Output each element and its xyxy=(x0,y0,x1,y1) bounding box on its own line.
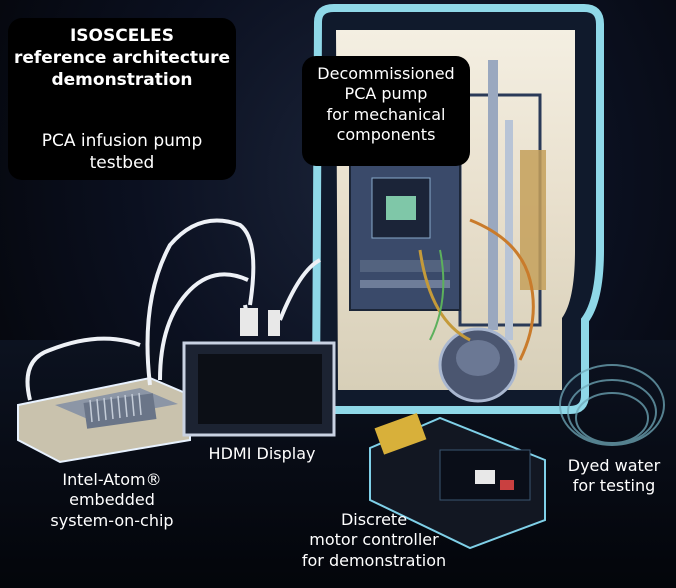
title-line-1: ISOSCELES xyxy=(69,26,175,46)
pump-line-4: components xyxy=(336,125,436,145)
pump-line-2: PCA pump xyxy=(344,84,428,104)
soc-label: Intel-Atom® embedded system-on-chip xyxy=(14,470,210,531)
pump-label: Decommissioned PCA pump for mechanical c… xyxy=(302,64,470,146)
pump-line-3: for mechanical xyxy=(326,104,446,124)
title-line-2: reference architecture xyxy=(13,47,231,68)
pump-line-1: Decommissioned xyxy=(317,64,455,83)
water-tubing xyxy=(559,364,665,446)
title-text: ISOSCELES reference architecture demonst… xyxy=(8,26,236,91)
soc-line-3: system-on-chip xyxy=(50,510,174,530)
motor-label: Discrete motor controller for demonstrat… xyxy=(280,510,468,571)
water-line-2: for testing xyxy=(572,476,656,496)
subtitle-line-2: testbed xyxy=(89,152,155,173)
title-label-box xyxy=(8,18,236,180)
hdmi-label: HDMI Display xyxy=(208,444,316,463)
subtitle-line-1: PCA infusion pump xyxy=(41,131,203,151)
water-label: Dyed water for testing xyxy=(556,456,672,497)
motor-controller-board xyxy=(369,412,546,550)
motor-line-3: for demonstration xyxy=(301,550,447,570)
soc-line-1: Intel-Atom® xyxy=(62,470,162,489)
subtitle-text: PCA infusion pump testbed xyxy=(8,131,236,175)
title-line-3: demonstration xyxy=(51,69,193,90)
motor-line-1: Discrete xyxy=(340,510,408,529)
pump-label-box xyxy=(302,56,470,166)
water-line-1: Dyed water xyxy=(567,456,661,475)
hdmi-display xyxy=(182,341,336,437)
motor-line-2: motor controller xyxy=(309,530,439,550)
soc-line-2: embedded xyxy=(69,490,155,510)
soc-device xyxy=(17,376,191,464)
